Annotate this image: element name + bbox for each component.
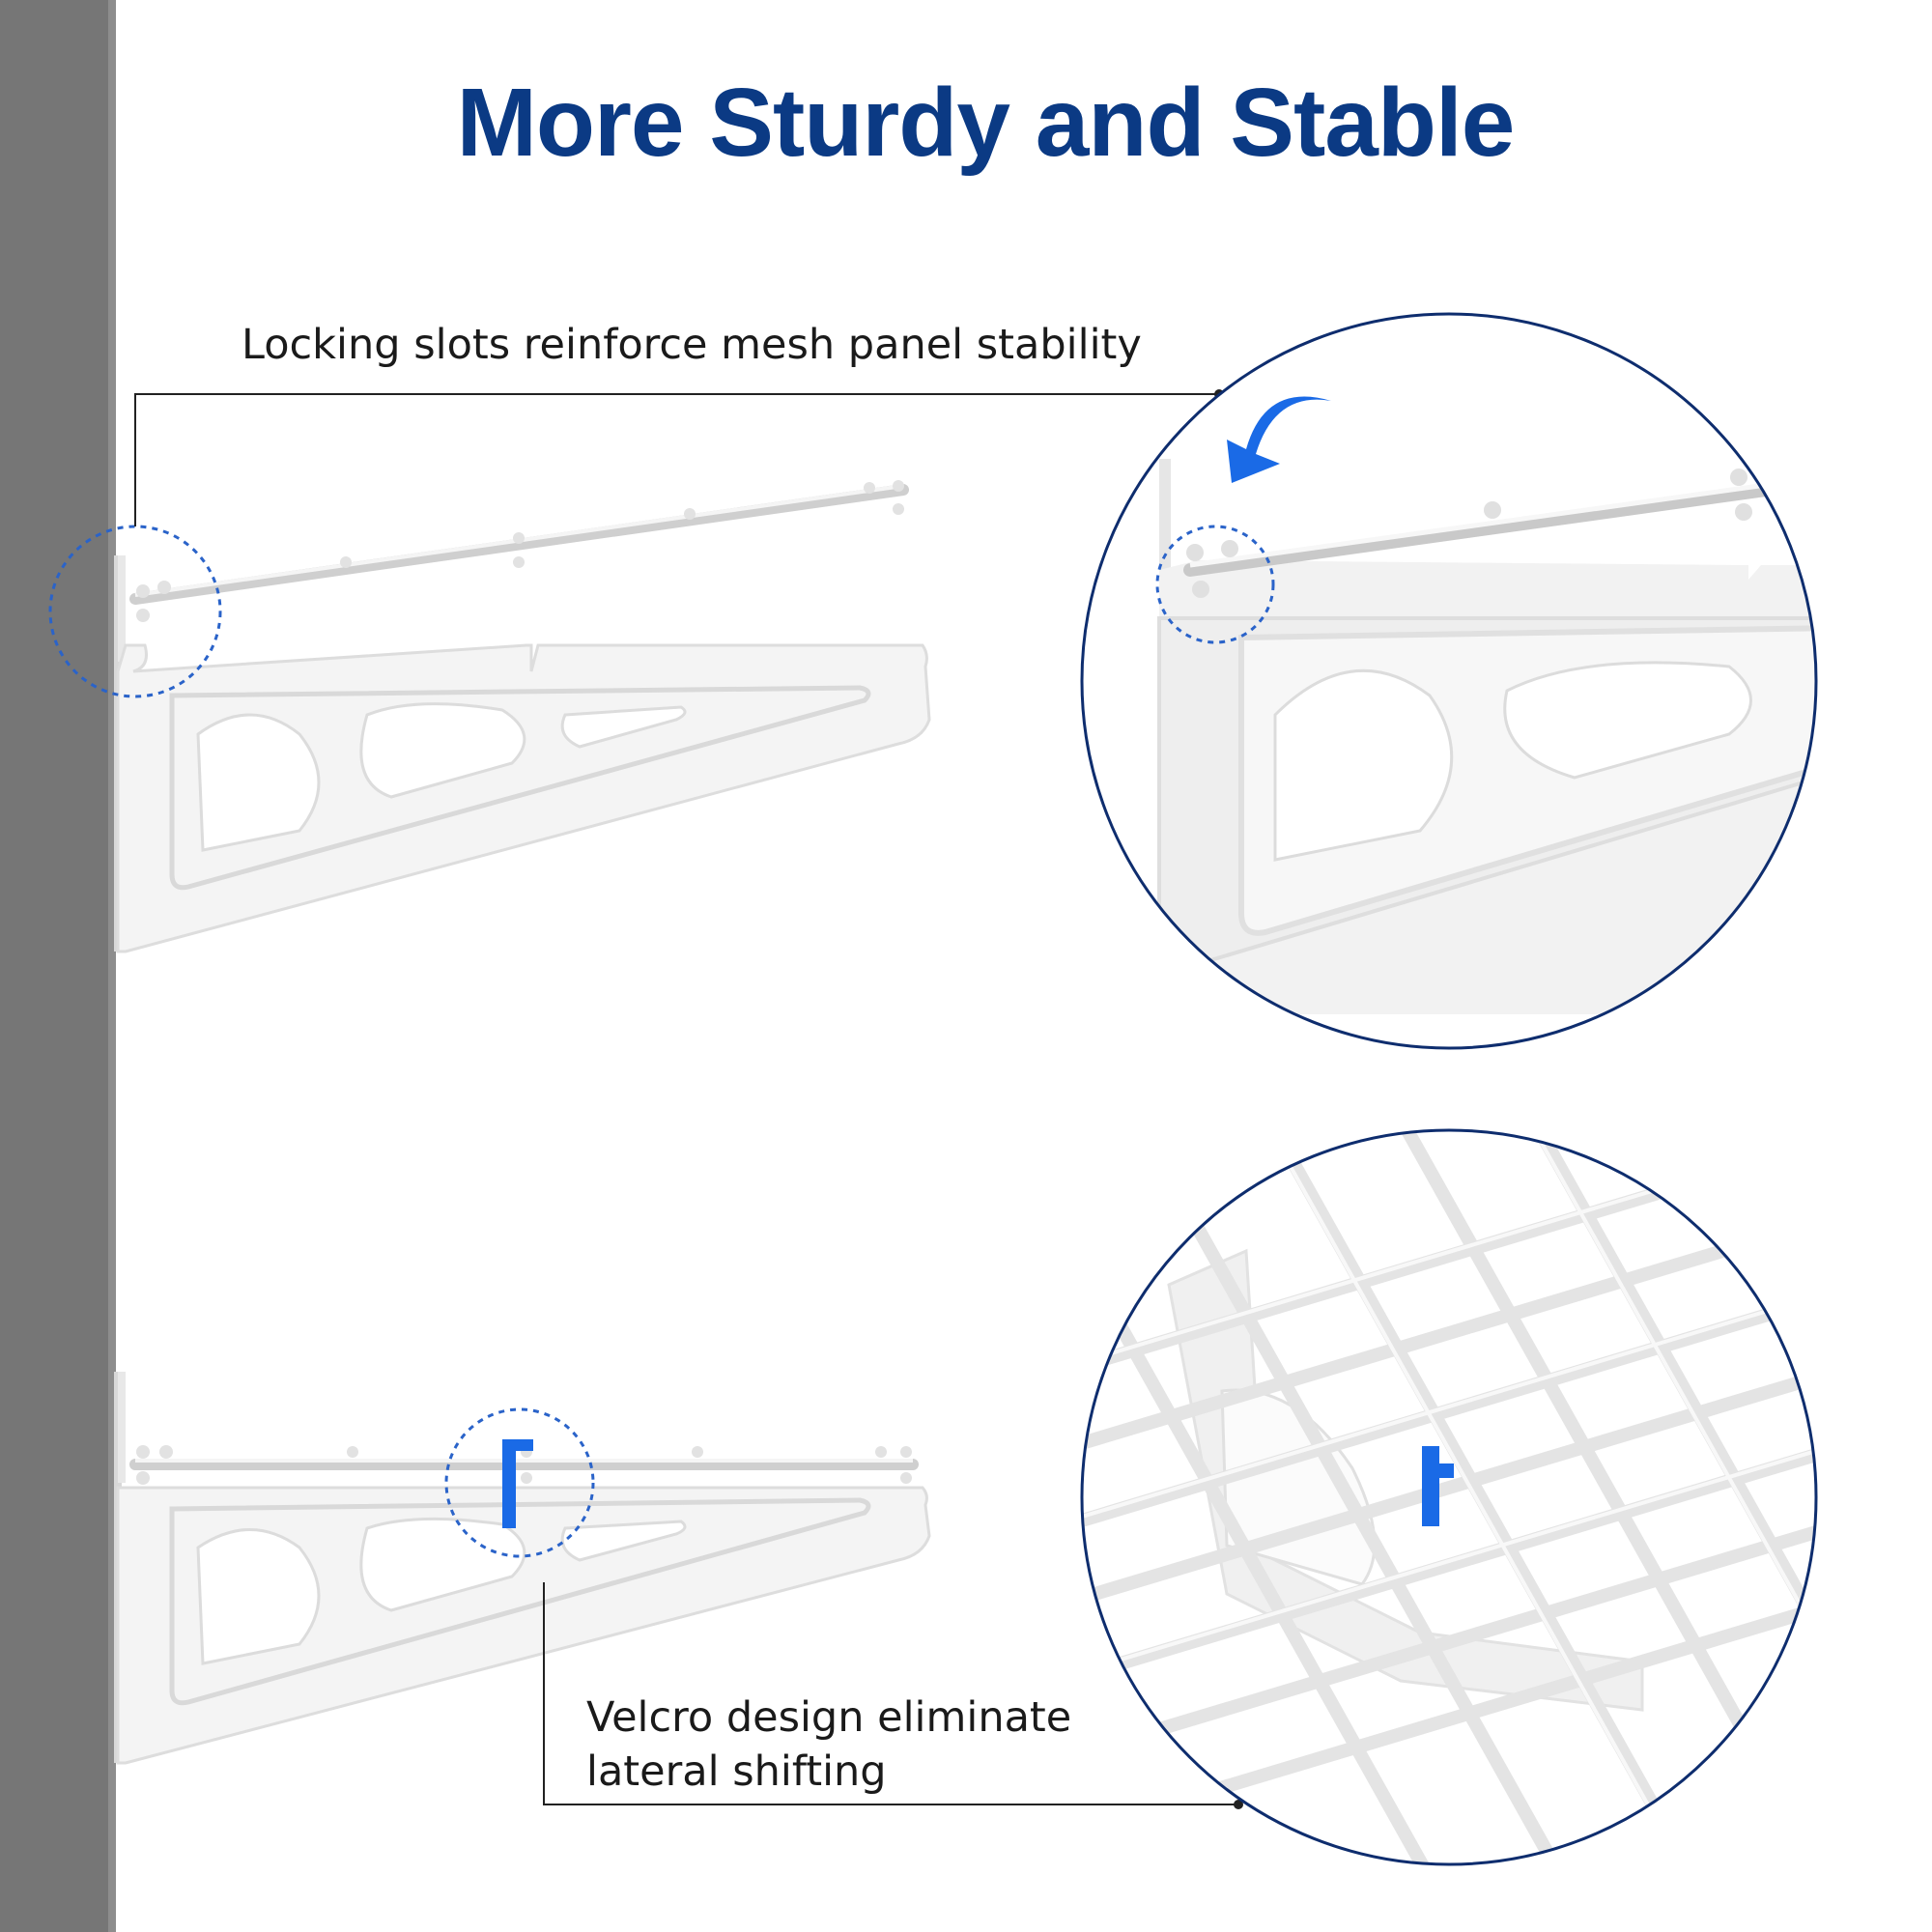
bracket-bottom	[114, 1372, 931, 1765]
callout-locking-slots: Locking slots reinforce mesh panel stabi…	[242, 321, 1142, 369]
callout-velcro-line1: Velcro design eliminate	[586, 1693, 1072, 1742]
wall	[0, 0, 114, 1932]
callout-velcro-line2: lateral shifting	[586, 1747, 887, 1796]
curved-arrow-icon	[1227, 396, 1331, 483]
callout-velcro: Velcro design eliminate lateral shifting	[586, 1690, 1185, 1799]
wall-edge	[108, 0, 116, 1932]
zoom-circle-bottom	[1080, 1128, 1818, 1866]
page-title: More Sturdy and Stable	[456, 69, 1516, 177]
velcro-strap-icon	[502, 1439, 533, 1528]
zoom-circle-top	[1080, 312, 1818, 1050]
bracket-top	[48, 480, 931, 953]
